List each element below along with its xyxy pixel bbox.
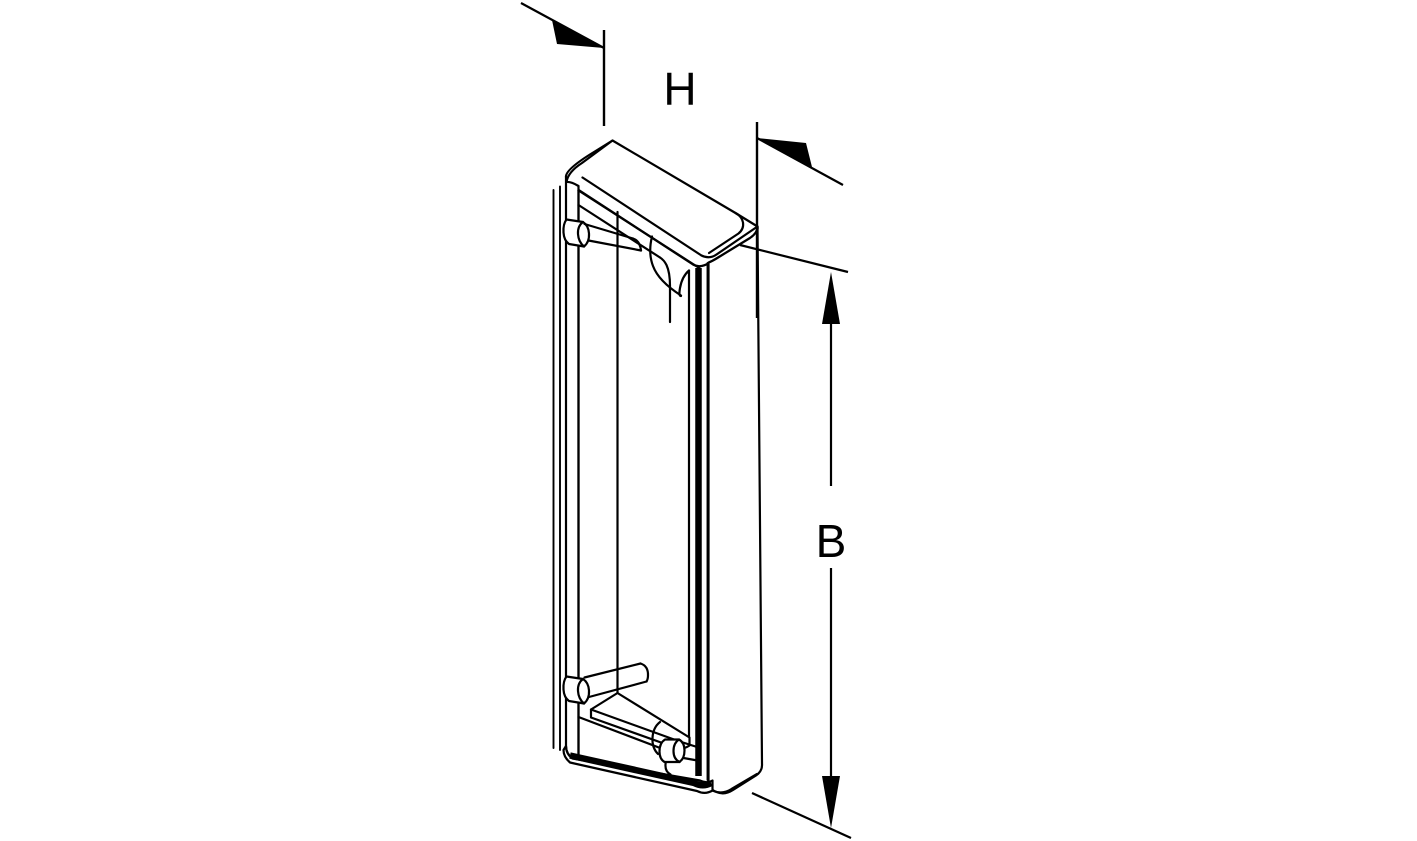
clip-top-left-arc [576,220,586,248]
inner-top-right-fillet [658,256,672,324]
clip-bottom-right-arc [672,738,681,764]
inner-top-underside-back [577,203,662,259]
bottom-right-face [711,772,759,794]
clip-top-left-tip [631,237,643,252]
dimension-label-h: H [663,63,696,115]
b-arrowhead-top [822,272,840,324]
h-arrowhead-right [757,138,812,167]
clip-bottom-left [562,675,591,705]
part-body [552,139,764,795]
inner-top-underside-front [577,189,702,270]
retaining-ribs [562,218,699,764]
top-face-front-fold [581,176,703,257]
clip-top-left-stem [583,222,635,240]
dimension-B: B [739,243,852,840]
outer-shell [552,139,764,795]
h-leader-right [756,137,844,186]
inner-top-right-fillet-2 [649,235,683,297]
inner-opening [577,188,702,776]
left-outer-wall [564,175,580,763]
top-face-right-fold [700,225,759,259]
h-arrowhead-left [552,20,604,48]
clip-bottom-right-stem-2 [682,756,699,762]
inner-top-right-rib [678,269,691,298]
dimension-H: H [520,2,844,318]
inner-floor-back-edge [589,708,683,744]
bottom-outer-lip [569,752,713,789]
h-leader-left [520,2,605,49]
inner-floor-front-edge [577,715,674,754]
b-leader-top [739,243,849,274]
top-face-right-bevel [707,211,745,255]
clip-bottom-right [658,738,686,764]
clip-bottom-left-stem [583,662,642,679]
dimension-label-b: B [816,515,847,567]
clip-bottom-left-tip [639,662,650,683]
clip-bottom-left-stem-2 [587,680,648,699]
b-arrowhead-bottom [822,776,840,828]
clip-top-left-stem-2 [587,239,643,252]
right-outer-wall [707,225,764,795]
clip-bottom-right-stem [681,741,699,749]
inner-bottom-right-fillet [651,720,662,756]
clip-bottom-left-arc [576,677,586,705]
b-leader-bottom [751,791,852,840]
